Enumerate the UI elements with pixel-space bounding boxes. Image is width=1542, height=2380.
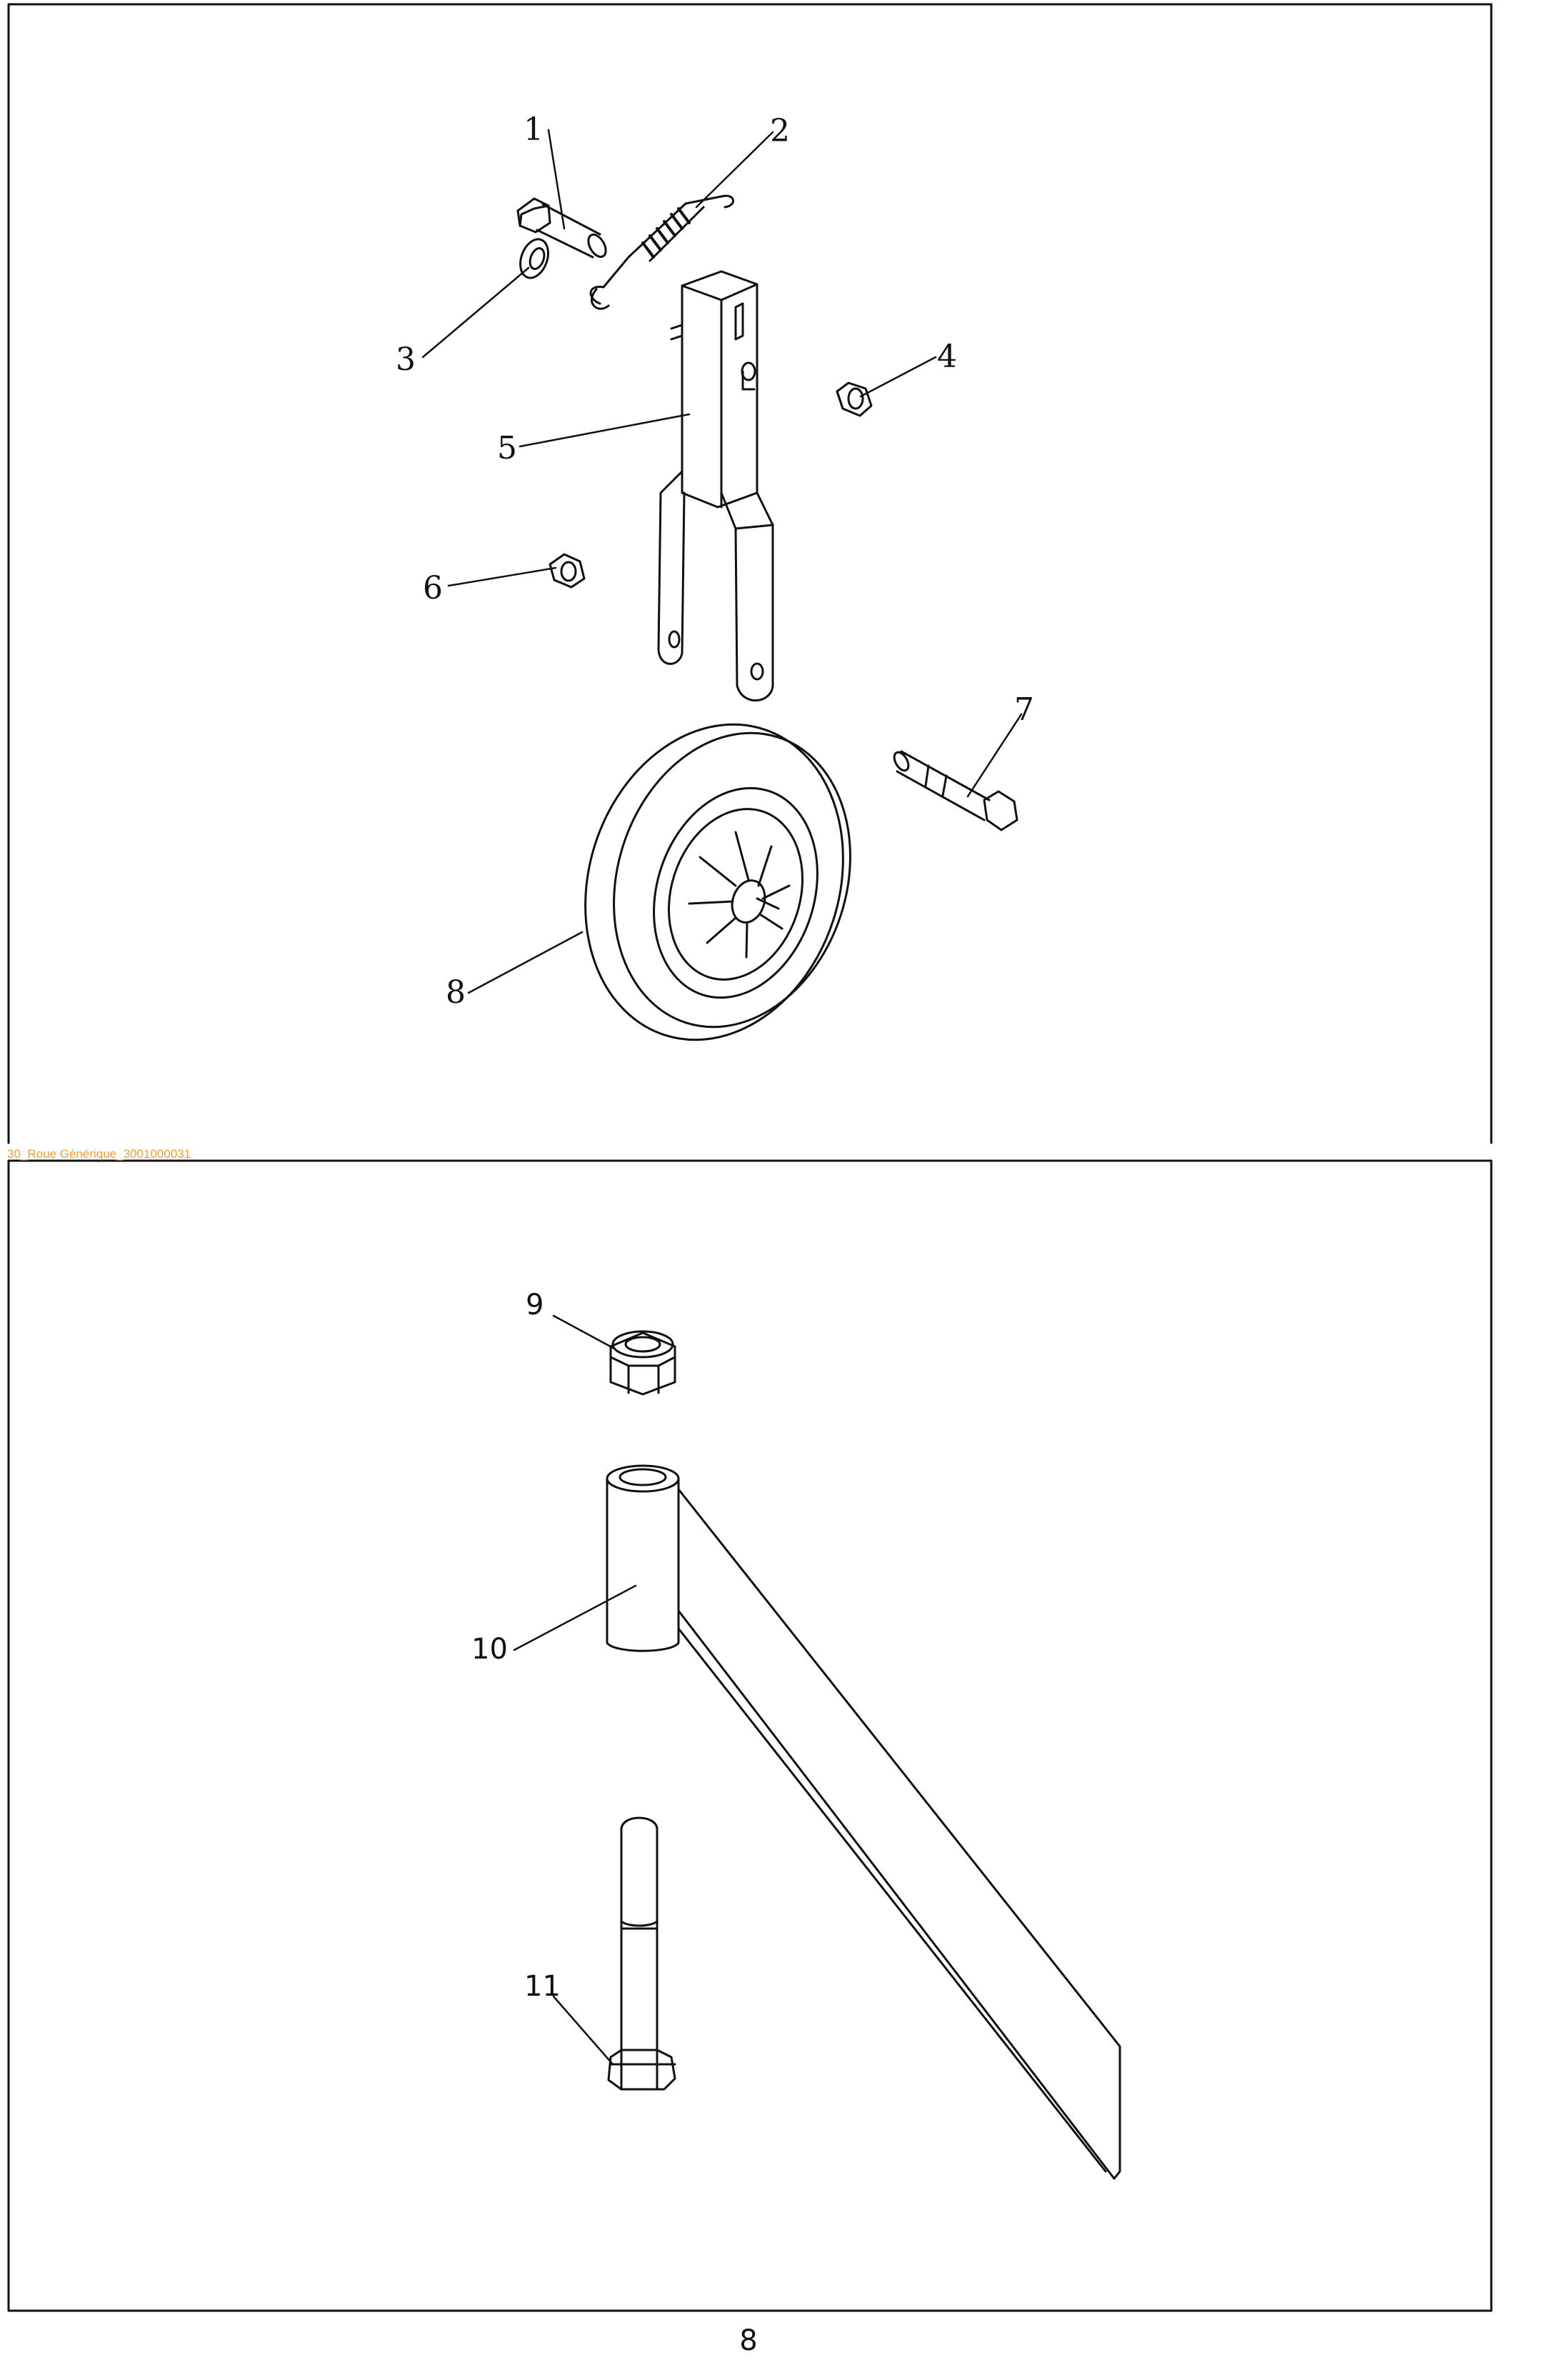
callout-11: 11 <box>524 1970 561 2003</box>
top-callout-labels: 1 2 3 4 5 6 7 8 <box>396 111 1034 1011</box>
part-8-wheel <box>584 723 851 1041</box>
part-5-fork-bracket <box>657 270 774 702</box>
part-4-nut <box>836 381 873 417</box>
callout-10: 10 <box>471 1633 508 1666</box>
callout-5: 5 <box>497 430 517 466</box>
callout-9: 9 <box>526 1289 544 1321</box>
part-7-long-bolt <box>893 750 1018 831</box>
part-6-nut <box>549 553 586 589</box>
part-9-lock-nut <box>609 1330 676 1396</box>
part-2-spring <box>589 194 734 310</box>
callout-2: 2 <box>770 113 790 149</box>
part-10-tube-arm <box>606 1464 1121 2180</box>
callout-1: 1 <box>524 111 544 148</box>
callout-3: 3 <box>396 341 416 378</box>
bottom-panel-frame <box>7 1159 1493 2312</box>
part-3-washer <box>519 238 549 279</box>
top-leader-lines <box>421 129 1023 994</box>
callout-6: 6 <box>423 570 443 606</box>
bottom-callout-labels: 9 10 11 <box>471 1289 561 2003</box>
page-number: 8 <box>739 2324 757 2357</box>
bottom-leader-lines <box>513 1314 637 2066</box>
callout-8: 8 <box>446 974 466 1011</box>
callout-4: 4 <box>937 339 957 375</box>
top-panel-frame <box>7 3 1493 1144</box>
part-11-bolt <box>607 1816 676 2091</box>
part-1-bolt <box>516 197 607 259</box>
callout-7: 7 <box>1014 691 1034 728</box>
drawing-caption: 30_Roue Générique_3001000031 <box>7 1147 191 1161</box>
